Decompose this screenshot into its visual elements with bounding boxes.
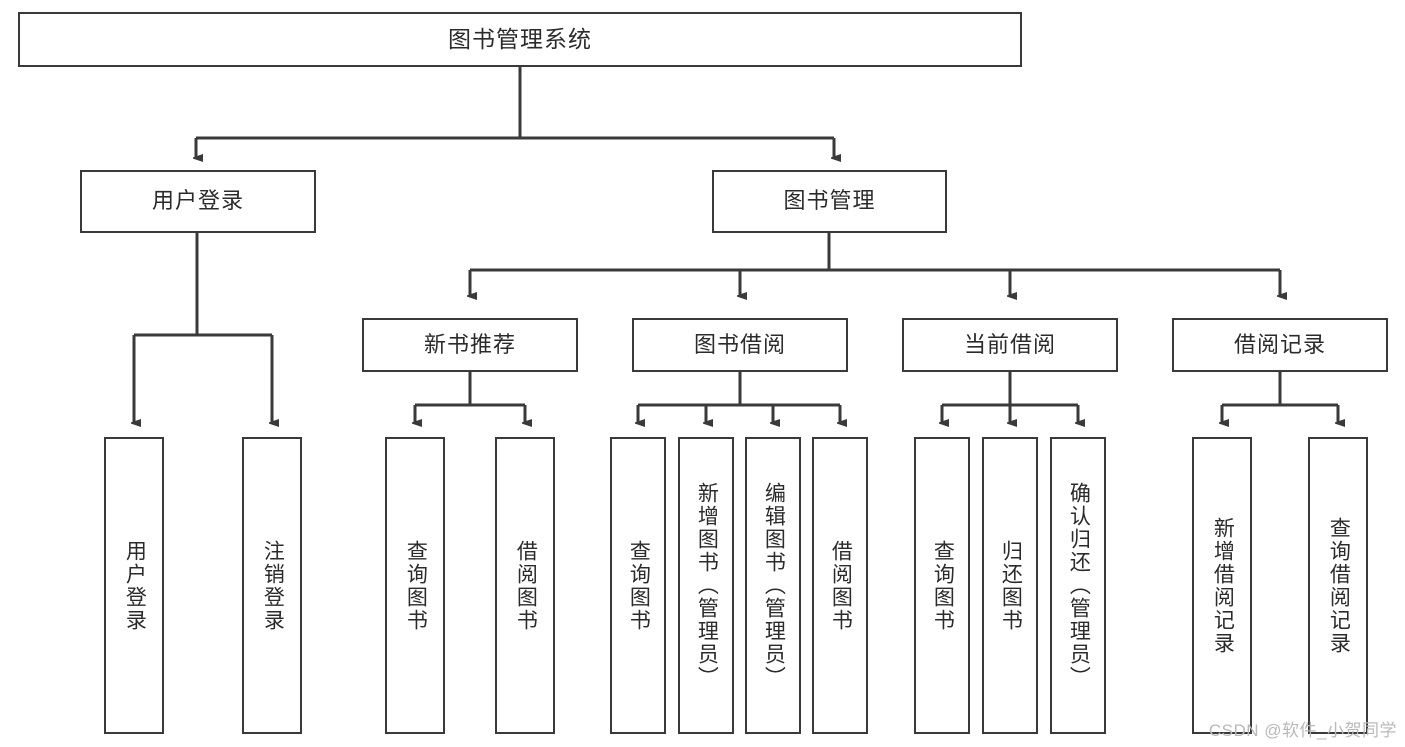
node-label: 确认归还（管理员）: [1067, 482, 1091, 689]
node-label: 查询图书: [627, 539, 651, 632]
leaf-book-borrow-edit-book-admin[interactable]: 编辑图书（管理员）: [745, 437, 801, 734]
node-label: 编辑图书（管理员）: [762, 482, 786, 689]
leaf-book-borrow-borrow-book[interactable]: 借阅图书: [812, 437, 868, 734]
node-new-book-recommend[interactable]: 新书推荐: [362, 318, 578, 372]
leaf-new-book-borrow-book[interactable]: 借阅图书: [495, 437, 555, 734]
node-label: 图书借阅: [693, 331, 786, 357]
node-label: 归还图书: [999, 539, 1023, 632]
leaf-new-book-query-book[interactable]: 查询图书: [385, 437, 445, 734]
node-label: 新增借阅记录: [1211, 516, 1235, 655]
leaf-current-borrow-confirm-return-admin[interactable]: 确认归还（管理员）: [1050, 437, 1106, 734]
node-book-management[interactable]: 图书管理: [712, 170, 947, 233]
node-label: 查询借阅记录: [1327, 516, 1351, 655]
node-label: 查询图书: [931, 539, 955, 632]
leaf-user-login-logout[interactable]: 注销登录: [242, 437, 302, 734]
node-current-borrow[interactable]: 当前借阅: [902, 318, 1118, 372]
node-label: 借阅图书: [829, 539, 853, 632]
node-user-login[interactable]: 用户登录: [80, 170, 316, 233]
node-label: 新增图书（管理员）: [695, 482, 719, 689]
node-label: 注销登录: [261, 539, 285, 632]
watermark: CSDN @软件_小贺同学: [1208, 721, 1397, 740]
node-label: 当前借阅: [963, 331, 1056, 357]
node-root-book-management-system[interactable]: 图书管理系统: [18, 12, 1022, 67]
node-label: 图书管理: [783, 188, 876, 214]
node-label: 借阅记录: [1233, 331, 1326, 357]
node-book-borrow[interactable]: 图书借阅: [632, 318, 848, 372]
node-label: 新书推荐: [423, 331, 516, 357]
leaf-current-borrow-return-book[interactable]: 归还图书: [982, 437, 1038, 734]
leaf-borrow-record-add-record[interactable]: 新增借阅记录: [1192, 437, 1252, 734]
leaf-user-login-login[interactable]: 用户登录: [104, 437, 164, 734]
node-label: 用户登录: [151, 188, 244, 214]
leaf-book-borrow-query-book[interactable]: 查询图书: [610, 437, 666, 734]
node-label: 借阅图书: [514, 539, 538, 632]
node-label: 用户登录: [123, 539, 147, 632]
leaf-current-borrow-query-book[interactable]: 查询图书: [914, 437, 970, 734]
node-label: 图书管理系统: [448, 25, 592, 52]
leaf-borrow-record-query-record[interactable]: 查询借阅记录: [1308, 437, 1368, 734]
leaf-book-borrow-add-book-admin[interactable]: 新增图书（管理员）: [678, 437, 734, 734]
node-label: 查询图书: [404, 539, 428, 632]
node-borrow-record[interactable]: 借阅记录: [1172, 318, 1388, 372]
